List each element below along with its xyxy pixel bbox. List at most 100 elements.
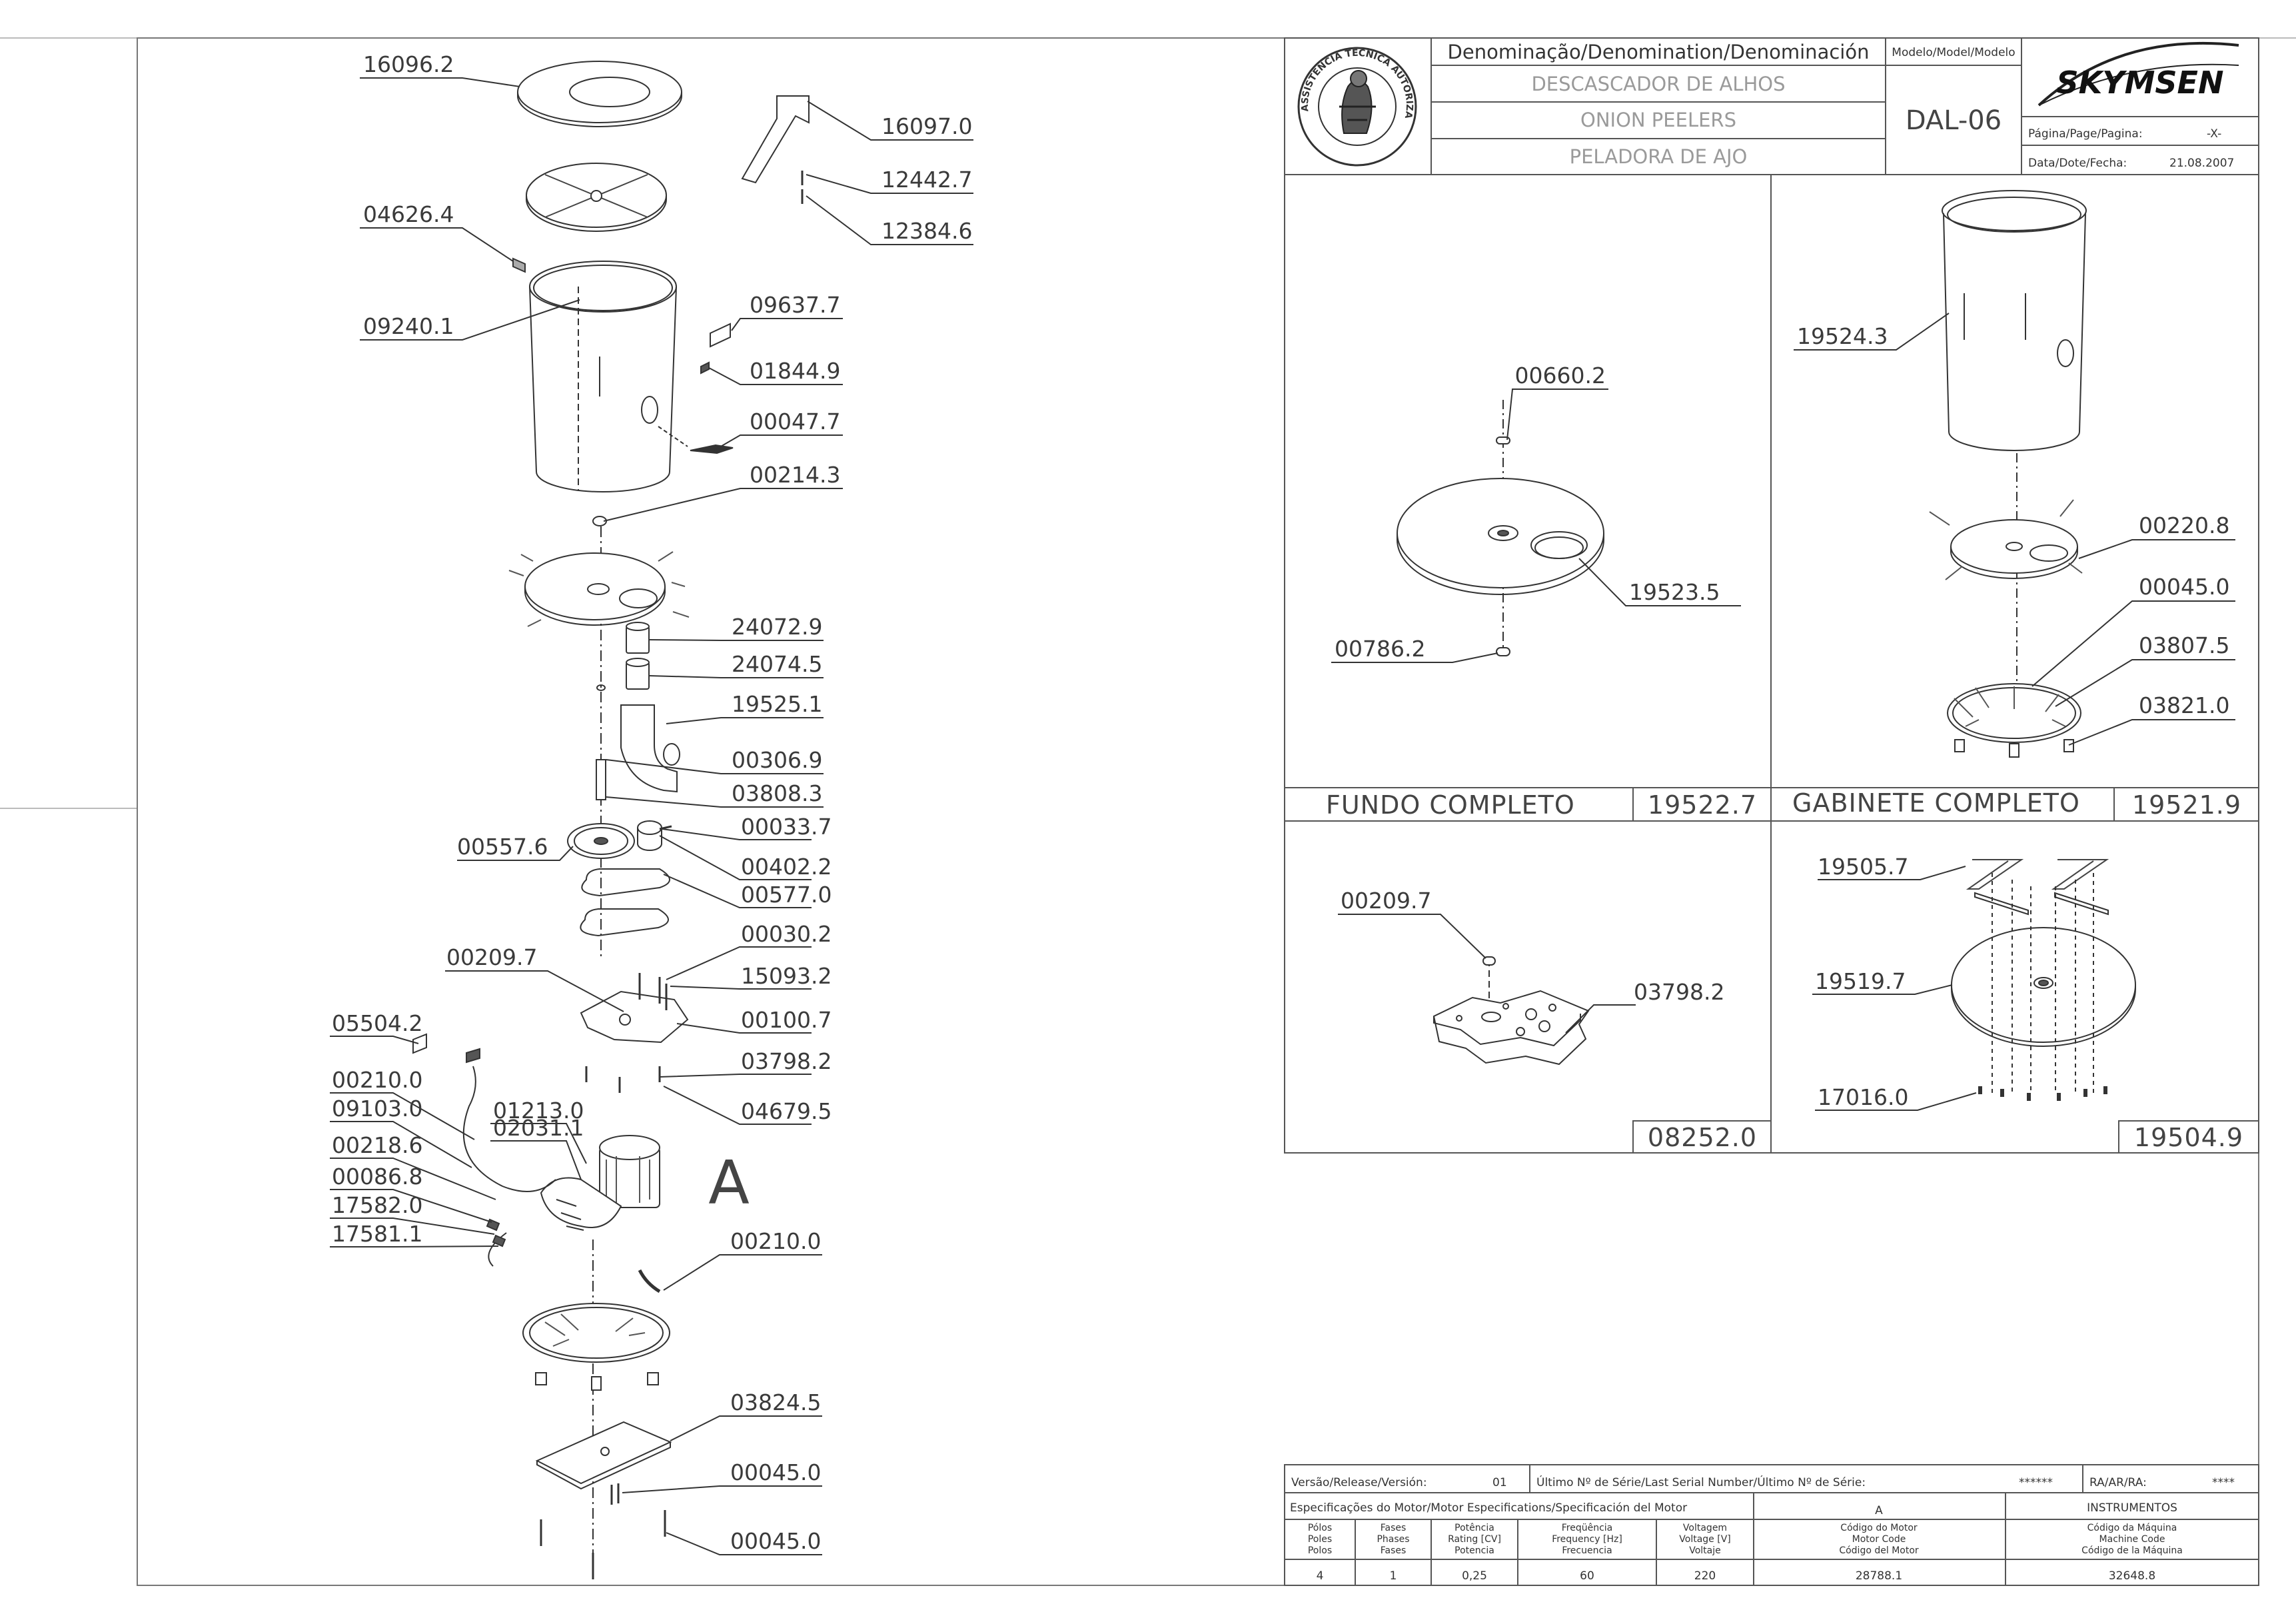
model-header: Modelo/Model/Modelo (1892, 46, 2015, 59)
legs-callouts (1812, 866, 1977, 1111)
spec-col-machine-code: Código da Máquina Machine Code Código de… (2081, 1523, 2183, 1556)
product-name-pt: DESCASCADOR DE ALHOS (1531, 73, 1785, 95)
part-label-19519-7: 19519.7 (1815, 968, 1906, 994)
serial-label: Último Nº de Série/Last Serial Number/Úl… (1536, 1475, 1866, 1489)
part-label-03808-3: 03808.3 (732, 780, 822, 806)
legs-code: 19504.9 (2134, 1123, 2243, 1152)
motor-callout-a: A (708, 1148, 750, 1218)
brand-name: SKYMSEN (2057, 65, 2224, 101)
brand-logo: SKYMSEN (2037, 41, 2239, 107)
part-label-12384-6: 12384.6 (881, 218, 972, 244)
spec-col-rating: Potência Rating [CV] Potencia (1448, 1523, 1501, 1556)
spec-col-voltage: Voltagem Voltage [V] Voltaje (1679, 1523, 1730, 1556)
spec-col-frequency-en: Frequency [Hz] (1552, 1534, 1622, 1545)
footer-texts: Versão/Release/Versión: 01 Último Nº de … (1290, 1475, 2235, 1583)
spec-col-motor-code-es: Código del Motor (1839, 1545, 1919, 1556)
part-label-03798-2-base: 03798.2 (1634, 979, 1724, 1005)
spec-col-rating-es: Potencia (1454, 1545, 1494, 1556)
part-label-05504-2: 05504.2 (332, 1010, 422, 1036)
part-label-00210-0-a: 00210.0 (332, 1067, 422, 1093)
spec-col-frequency-pt: Freqüência (1562, 1523, 1613, 1533)
part-label-09637-7: 09637.7 (750, 292, 840, 318)
spec-col-phases-pt: Fases (1381, 1523, 1407, 1533)
page-label: Página/Page/Pagina: (2028, 127, 2143, 141)
spec-value-frequency: 60 (1580, 1569, 1594, 1583)
instruments-label: INSTRUMENTOS (2087, 1501, 2177, 1515)
part-label-03807-5: 03807.5 (2139, 632, 2229, 658)
fundo-callouts (1331, 389, 1741, 663)
spec-col-rating-pt: Potência (1454, 1523, 1494, 1533)
gabinete-drawing (1929, 190, 2087, 758)
ra-value: **** (2212, 1476, 2235, 1489)
part-label-09240-1: 09240.1 (363, 313, 454, 339)
spec-value-machine-code: 32648.8 (2109, 1569, 2155, 1583)
base-plate-callouts (1338, 914, 1636, 1034)
spec-col-phases-en: Phases (1377, 1534, 1409, 1545)
part-label-00033-7: 00033.7 (741, 814, 832, 840)
part-label-24074-5: 24074.5 (732, 651, 822, 677)
part-label-00210-0-b: 00210.0 (730, 1228, 821, 1254)
date-value: 21.08.2007 (2169, 157, 2234, 170)
base-plate-code: 08252.0 (1648, 1123, 1757, 1152)
part-label-24072-9: 24072.9 (732, 614, 822, 640)
gabinete-code: 19521.9 (2132, 790, 2241, 820)
spec-col-machine-code-en: Machine Code (2099, 1534, 2165, 1545)
gabinete-callouts (1794, 313, 2235, 746)
spec-col-voltage-en: Voltage [V] (1679, 1534, 1730, 1545)
part-label-03821-0: 03821.0 (2139, 692, 2229, 718)
spec-value-phases: 1 (1390, 1569, 1397, 1583)
spec-col-voltage-pt: Voltagem (1683, 1523, 1727, 1533)
part-label-00209-7-base: 00209.7 (1341, 888, 1431, 914)
motor-spec-label: Especificações do Motor/Motor Especifica… (1290, 1501, 1687, 1515)
spec-value-rating: 0,25 (1462, 1569, 1487, 1583)
spec-col-machine-code-es: Código de la Máquina (2081, 1545, 2183, 1556)
spec-col-poles: Pólos Poles Polos (1308, 1523, 1332, 1556)
part-label-00030-2: 00030.2 (741, 921, 832, 947)
spec-col-poles-es: Polos (1308, 1545, 1332, 1556)
spec-value-poles: 4 (1317, 1569, 1324, 1583)
spec-col-motor-code: Código do Motor Motor Code Código del Mo… (1839, 1523, 1919, 1556)
fundo-drawing (1397, 400, 1604, 656)
part-label-00086-8: 00086.8 (332, 1164, 422, 1190)
part-label-00045-0-a: 00045.0 (730, 1459, 821, 1485)
spec-col-machine-code-pt: Código da Máquina (2087, 1523, 2177, 1533)
part-label-03798-2: 03798.2 (741, 1048, 832, 1074)
part-label-00577-0: 00577.0 (741, 882, 832, 908)
spec-value-voltage: 220 (1694, 1569, 1716, 1583)
part-label-17582-0: 17582.0 (332, 1192, 422, 1218)
serial-value: ****** (2019, 1476, 2053, 1489)
subassembly-panels: FUNDO COMPLETO 19522.7 GABINETE COMPLETO… (1284, 174, 2259, 1154)
date-label: Data/Dote/Fecha: (2028, 157, 2127, 170)
part-label-00306-9: 00306.9 (732, 747, 822, 773)
part-label-19523-5: 19523.5 (1629, 579, 1720, 605)
part-label-16097-0: 16097.0 (881, 113, 972, 139)
part-label-01213-0: 01213.0 (493, 1098, 584, 1124)
part-label-17016-0: 17016.0 (1818, 1084, 1908, 1110)
part-label-00047-7: 00047.7 (750, 408, 840, 434)
model-number: DAL-06 (1906, 105, 2002, 136)
spec-col-phases: Fases Phases Fases (1377, 1523, 1409, 1556)
part-label-19505-7: 19505.7 (1818, 854, 1908, 880)
version-value: 01 (1492, 1476, 1507, 1489)
part-label-00786-2: 00786.2 (1335, 636, 1425, 662)
motor-letter: A (1875, 1504, 1883, 1517)
base-plate-drawing (1433, 956, 1590, 1066)
ra-label: RA/AR/RA: (2089, 1476, 2147, 1489)
gabinete-title: GABINETE COMPLETO (1792, 788, 2080, 818)
spec-col-rating-en: Rating [CV] (1448, 1534, 1501, 1545)
part-label-19525-1: 19525.1 (732, 691, 822, 717)
product-name-en: ONION PEELERS (1580, 109, 1736, 131)
part-label-00214-3: 00214.3 (750, 462, 840, 488)
part-label-00218-6: 00218.6 (332, 1132, 422, 1158)
part-label-00660-2: 00660.2 (1515, 363, 1606, 389)
part-label-00100-7: 00100.7 (741, 1007, 832, 1033)
spec-value-motor-code: 28788.1 (1856, 1569, 1902, 1583)
fundo-code: 19522.7 (1648, 790, 1757, 820)
spec-col-phases-es: Fases (1381, 1545, 1407, 1556)
part-label-00209-7: 00209.7 (446, 944, 537, 970)
fundo-title: FUNDO COMPLETO (1326, 790, 1575, 820)
part-label-00220-8: 00220.8 (2139, 512, 2229, 538)
spec-col-motor-code-en: Motor Code (1852, 1534, 1906, 1545)
exploded-view-callouts (330, 77, 973, 1555)
part-label-00045-0-b: 00045.0 (730, 1528, 821, 1554)
